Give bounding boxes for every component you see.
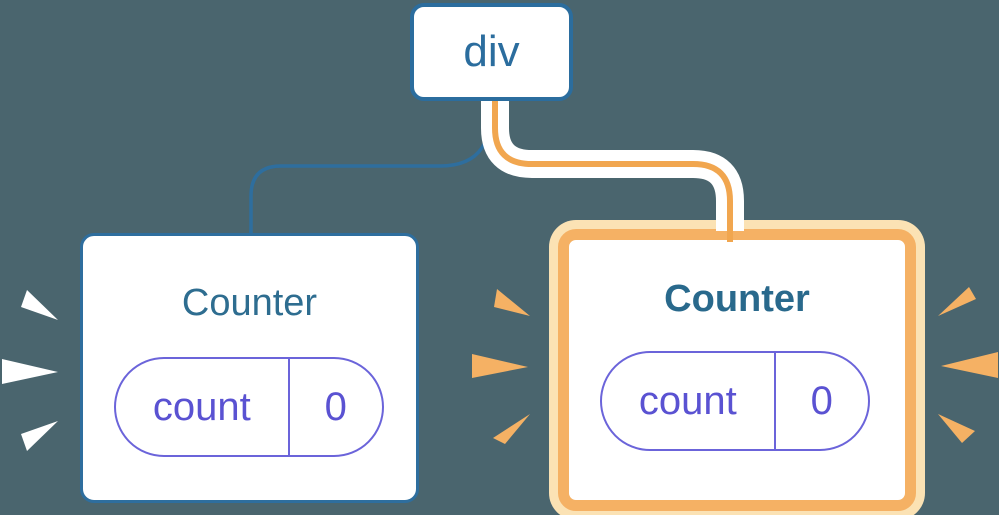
burst-orange-left-icon <box>472 289 530 444</box>
state-key: count <box>638 378 737 423</box>
state-value: 0 <box>773 353 868 449</box>
state-key: count <box>152 384 251 429</box>
state-pill: count 0 <box>114 357 384 457</box>
edge-to-right-counter-casing-icon <box>481 101 744 240</box>
burst-orange-right-icon <box>938 287 998 443</box>
counter-title: Counter <box>181 282 318 324</box>
edge-to-right-counter-icon <box>492 101 733 240</box>
state-value: 0 <box>287 359 382 455</box>
counter-title: Counter <box>664 278 810 320</box>
counter-node-left: Counter count 0 <box>80 233 419 503</box>
state-pill: count 0 <box>600 351 870 451</box>
root-node-label: div <box>463 27 520 76</box>
burst-white-left-icon <box>2 290 58 451</box>
root-node-div: div <box>410 3 573 101</box>
counter-node-right-highlighted: Counter count 0 <box>558 229 916 511</box>
edge-to-left-counter-icon <box>249 100 494 235</box>
